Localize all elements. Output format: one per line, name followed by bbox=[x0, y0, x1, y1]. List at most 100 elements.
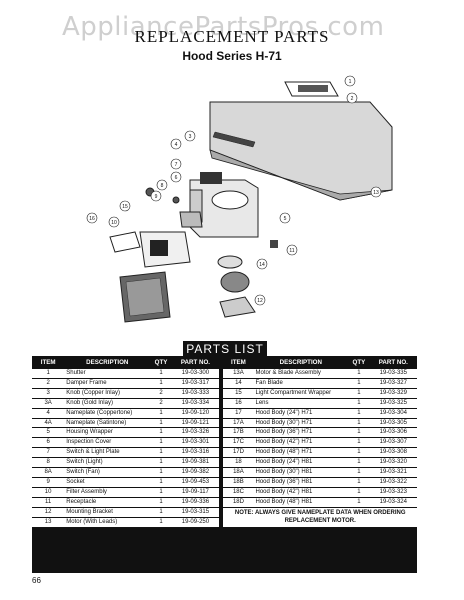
page-title: REPLACEMENT PARTS bbox=[134, 27, 330, 46]
item-cell: 17D bbox=[223, 447, 254, 459]
description-cell: Socket bbox=[64, 477, 151, 488]
qty-cell: 1 bbox=[348, 369, 370, 379]
callout-10: 10 bbox=[108, 216, 120, 228]
description-cell: Hood Body (42") H71 bbox=[253, 437, 349, 449]
svg-text:6: 6 bbox=[175, 175, 178, 181]
callout-9: 9 bbox=[150, 190, 162, 202]
item-cell: 18C bbox=[223, 487, 254, 498]
part-number-cell: 19-03-320 bbox=[369, 457, 417, 469]
callout-1: 1 bbox=[344, 75, 356, 87]
col-part-right: PART NO. bbox=[378, 359, 408, 366]
description-cell: Light Compartment Wrapper bbox=[253, 388, 349, 399]
item-cell: 4A bbox=[32, 418, 65, 429]
part-number-cell: 19-09-117 bbox=[171, 487, 220, 498]
qty-cell: 2 bbox=[150, 398, 172, 409]
item-cell: 1 bbox=[32, 369, 65, 379]
part-number-cell: 19-03-301 bbox=[171, 437, 220, 449]
callout-6: 6 bbox=[170, 171, 182, 183]
part-number-cell: 19-09-381 bbox=[171, 457, 220, 469]
svg-text:16: 16 bbox=[89, 216, 95, 222]
description-cell: Switch (Light) bbox=[64, 457, 151, 469]
col-description-right: DESCRIPTION bbox=[279, 359, 322, 366]
callout-11: 11 bbox=[286, 244, 298, 256]
description-cell: Hood Body (24") H81 bbox=[253, 457, 349, 469]
qty-cell: 1 bbox=[150, 507, 172, 518]
description-cell: Hood Body (48") H71 bbox=[253, 447, 349, 459]
item-cell: 10 bbox=[32, 487, 65, 498]
description-cell: Mounting Bracket bbox=[64, 507, 151, 518]
item-cell: 17A bbox=[223, 418, 254, 429]
item-cell: 18 bbox=[223, 457, 254, 469]
svg-text:4: 4 bbox=[175, 142, 178, 148]
qty-cell: 1 bbox=[348, 378, 370, 389]
qty-cell: 1 bbox=[150, 369, 172, 379]
motor-note: NOTE: ALWAYS GIVE NAMEPLATE DATA WHEN OR… bbox=[223, 507, 417, 528]
description-cell: Hood Body (48") H81 bbox=[253, 497, 349, 508]
parts-list-banner: PARTS LIST bbox=[183, 341, 267, 358]
description-cell: Hood Body (30") H71 bbox=[253, 418, 349, 429]
qty-cell: 1 bbox=[348, 467, 370, 478]
qty-cell: 1 bbox=[348, 477, 370, 488]
qty-cell: 1 bbox=[150, 467, 172, 478]
item-cell: 9 bbox=[32, 477, 65, 488]
qty-cell: 1 bbox=[150, 517, 172, 528]
col-qty-right: QTY bbox=[352, 359, 366, 366]
description-cell: Hood Body (24") H71 bbox=[253, 408, 349, 419]
qty-cell: 1 bbox=[150, 447, 172, 459]
part-number-cell: 19-03-317 bbox=[171, 378, 220, 389]
item-cell: 14 bbox=[223, 378, 254, 389]
qty-cell: 1 bbox=[150, 437, 172, 449]
description-cell: Damper Frame bbox=[64, 378, 151, 389]
item-cell: 18D bbox=[223, 497, 254, 508]
description-cell: Hood Body (30") H81 bbox=[253, 467, 349, 478]
item-cell: 4 bbox=[32, 408, 65, 419]
qty-cell: 1 bbox=[150, 487, 172, 498]
qty-cell: 1 bbox=[150, 457, 172, 469]
part-number-cell: 19-03-316 bbox=[171, 447, 220, 459]
item-cell: 6 bbox=[32, 437, 65, 449]
part-number-cell: 19-03-306 bbox=[369, 427, 417, 439]
item-cell: 17 bbox=[223, 408, 254, 419]
description-cell: Fan Blade bbox=[253, 378, 349, 389]
part-number-cell: 19-09-120 bbox=[171, 408, 220, 419]
qty-cell: 1 bbox=[348, 427, 370, 439]
part-number-cell: 19-03-300 bbox=[171, 369, 220, 379]
qty-cell: 1 bbox=[348, 437, 370, 449]
qty-cell: 1 bbox=[348, 487, 370, 498]
description-cell: Hood Body (42") H81 bbox=[253, 487, 349, 498]
part-number-cell: 19-09-382 bbox=[171, 467, 220, 478]
part-number-cell: 19-03-335 bbox=[369, 369, 417, 379]
svg-text:2: 2 bbox=[351, 96, 354, 102]
callout-8: 8 bbox=[156, 179, 168, 191]
part-number-cell: 19-03-322 bbox=[369, 477, 417, 488]
callout-14: 14 bbox=[256, 258, 268, 270]
svg-text:15: 15 bbox=[122, 204, 128, 210]
description-cell: Knob (Copper Inlay) bbox=[64, 388, 151, 399]
item-cell: 3A bbox=[32, 398, 65, 409]
parts-table-container: ITEM DESCRIPTION QTY PART NO. ITEM DESCR… bbox=[32, 356, 417, 573]
svg-text:10: 10 bbox=[111, 220, 117, 226]
col-part-left: PART NO. bbox=[180, 359, 210, 366]
item-cell: 3 bbox=[32, 388, 65, 399]
item-cell: 18B bbox=[223, 477, 254, 488]
qty-cell: 1 bbox=[348, 398, 370, 409]
callout-13: 13 bbox=[370, 186, 382, 198]
part-number-cell: 19-03-321 bbox=[369, 467, 417, 478]
svg-text:9: 9 bbox=[155, 194, 158, 200]
item-cell: 2 bbox=[32, 378, 65, 389]
part-number-cell: 19-03-305 bbox=[369, 418, 417, 429]
item-cell: 5 bbox=[32, 427, 65, 439]
description-cell: Switch & Light Plate bbox=[64, 447, 151, 459]
svg-text:8: 8 bbox=[161, 183, 164, 189]
description-cell: Lens bbox=[253, 398, 349, 409]
col-item-left: ITEM bbox=[40, 359, 56, 366]
parts-table: ITEM DESCRIPTION QTY PART NO. ITEM DESCR… bbox=[32, 356, 417, 528]
qty-cell: 1 bbox=[348, 418, 370, 429]
